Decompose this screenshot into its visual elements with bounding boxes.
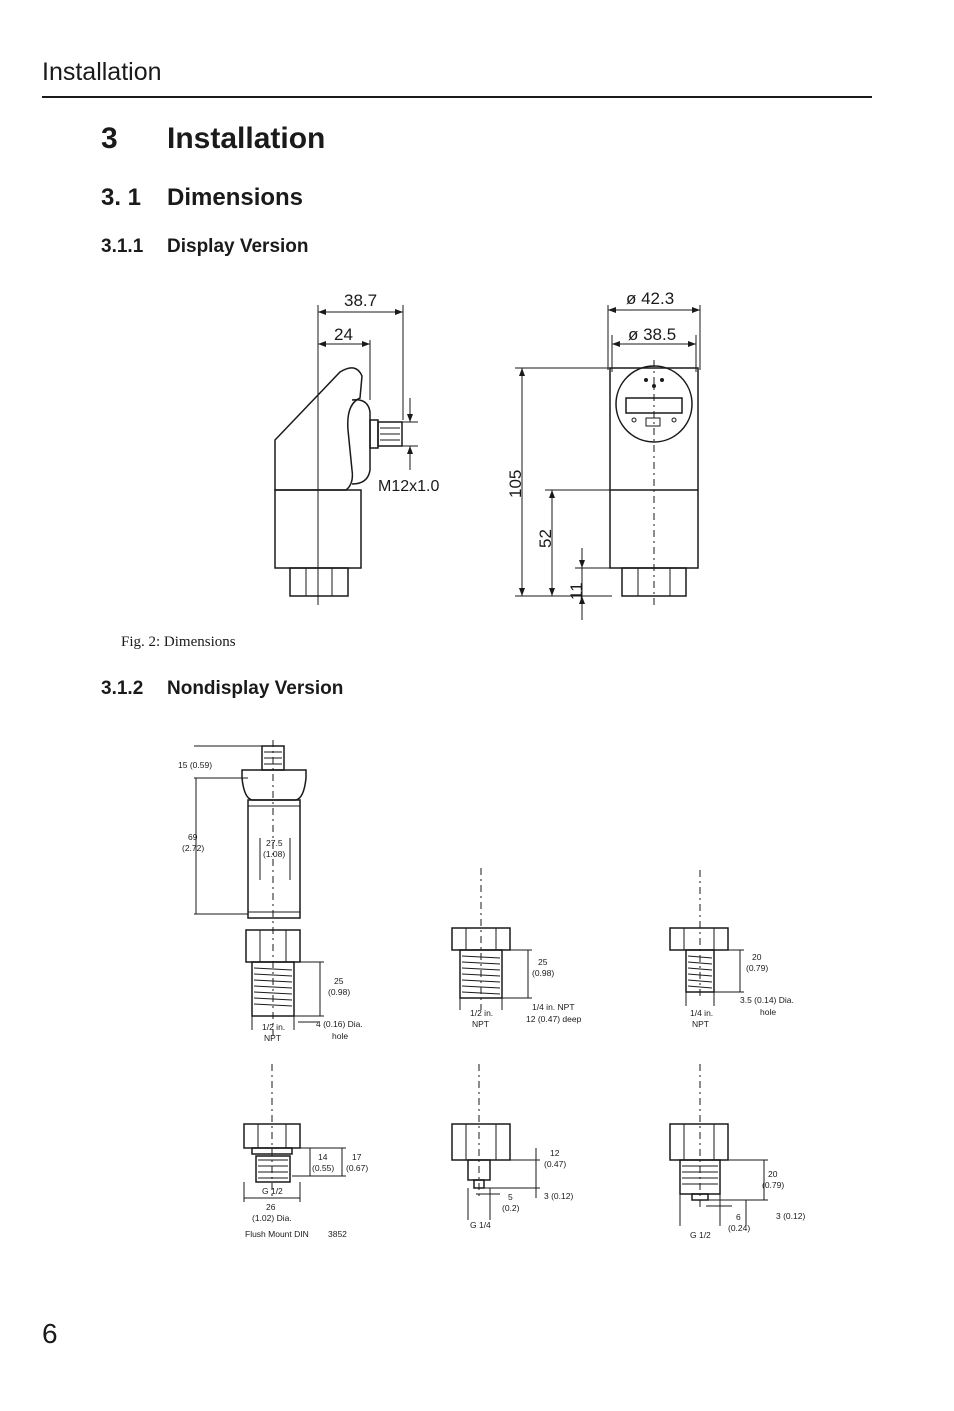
subsubsection-number-display: 3.1.1	[101, 236, 144, 257]
nd-v2-thread-a: 1/2 in.	[470, 1008, 493, 1018]
nd-v5-a-a: 5	[508, 1192, 513, 1202]
nd-v4-label: Flush Mount DIN	[245, 1229, 309, 1239]
dim-height-base: 11	[567, 582, 586, 600]
nondisplay-variant-4	[243, 1064, 346, 1202]
header-rule	[42, 96, 872, 98]
nd-v3-hole-a: 3.5 (0.14) Dia.	[740, 995, 794, 1005]
nondisplay-variant-2	[451, 868, 532, 1010]
section-title: Installation	[167, 122, 326, 155]
dim-height-lower: 52	[536, 529, 555, 548]
nd-v2-port-b: 12 (0.47) deep	[526, 1014, 582, 1024]
nd-v4-a-a: 14	[318, 1152, 328, 1162]
nd-v5-len-a: 12	[550, 1148, 560, 1158]
dim-width-outer: 38.7	[344, 291, 377, 310]
page-number: 6	[42, 1318, 58, 1349]
nd-v4-b-a: 17	[352, 1152, 362, 1162]
subsection-number: 3. 1	[101, 184, 142, 211]
nd-v5-thread: G 1/4	[470, 1220, 491, 1230]
subsubsection-title-nondisplay: Nondisplay Version	[167, 678, 344, 699]
nd-v6-a-b: (0.24)	[728, 1223, 750, 1233]
nondisplay-main-unit	[194, 740, 324, 1040]
subsubsection-number-nondisplay: 3.1.2	[101, 678, 144, 699]
nd-v1-hole-b: hole	[332, 1031, 348, 1041]
nd-v4-dia-a: 26	[266, 1202, 276, 1212]
nd-v2-len-a: 25	[538, 957, 548, 967]
nd-v5-b: 3 (0.12)	[544, 1191, 573, 1201]
nd-v3-thread-b: NPT	[692, 1019, 709, 1029]
subsection-title: Dimensions	[167, 184, 304, 211]
nd-v1-len-a: 25	[334, 976, 344, 986]
nd-v6-b: 3 (0.12)	[776, 1211, 805, 1221]
nd-v5-a-b: (0.2)	[502, 1203, 520, 1213]
nd-v3-thread-a: 1/4 in.	[690, 1008, 713, 1018]
nd-body-dia-b: (1.08)	[263, 849, 285, 859]
nd-body-dia-a: 27.5	[266, 838, 283, 848]
running-header: Installation	[42, 58, 162, 86]
nd-body-len-b: (2.72)	[182, 843, 204, 853]
nd-v3-len-a: 20	[752, 952, 762, 962]
display-front-view	[515, 305, 701, 620]
dim-dia-inner: ø 38.5	[628, 325, 676, 344]
dim-width-inner: 24	[334, 325, 353, 344]
nd-v6-a-a: 6	[736, 1212, 741, 1222]
nondisplay-variant-5	[451, 1064, 540, 1220]
section-number: 3	[101, 122, 118, 155]
nd-v6-len-b: (0.79)	[762, 1180, 784, 1190]
nd-v5-len-b: (0.47)	[544, 1159, 566, 1169]
dim-thread: M12x1.0	[378, 478, 439, 495]
nd-top-connector: 15 (0.59)	[178, 760, 212, 770]
display-side-view	[274, 305, 418, 605]
nd-v4-a-b: (0.55)	[312, 1163, 334, 1173]
dim-height-total: 105	[506, 470, 525, 498]
nd-v1-thread-a: 1/2 in.	[262, 1022, 285, 1032]
nd-v4-dia-b: (1.02) Dia.	[252, 1213, 292, 1223]
nd-body-len-a: 69	[188, 832, 198, 842]
nd-v1-len-b: (0.98)	[328, 987, 350, 997]
nd-v2-port-a: 1/4 in. NPT	[532, 1002, 575, 1012]
nd-v1-hole-a: 4 (0.16) Dia.	[316, 1019, 363, 1029]
nondisplay-variant-3	[669, 870, 744, 1006]
nd-v4-code: 3852	[328, 1229, 347, 1239]
nd-v3-hole-b: hole	[760, 1007, 776, 1017]
nd-v2-len-b: (0.98)	[532, 968, 554, 978]
subsubsection-title-display: Display Version	[167, 236, 309, 257]
nd-v4-b-b: (0.67)	[346, 1163, 368, 1173]
nd-v1-thread-b: NPT	[264, 1033, 281, 1043]
nd-v6-thread: G 1/2	[690, 1230, 711, 1240]
figure-caption: Fig. 2: Dimensions	[121, 634, 236, 650]
nd-v2-thread-b: NPT	[472, 1019, 489, 1029]
dim-dia-outer: ø 42.3	[626, 289, 674, 308]
nondisplay-variant-6	[669, 1064, 768, 1226]
nd-v4-thread: G 1/2	[262, 1186, 283, 1196]
nd-v6-len-a: 20	[768, 1169, 778, 1179]
nd-v3-len-b: (0.79)	[746, 963, 768, 973]
